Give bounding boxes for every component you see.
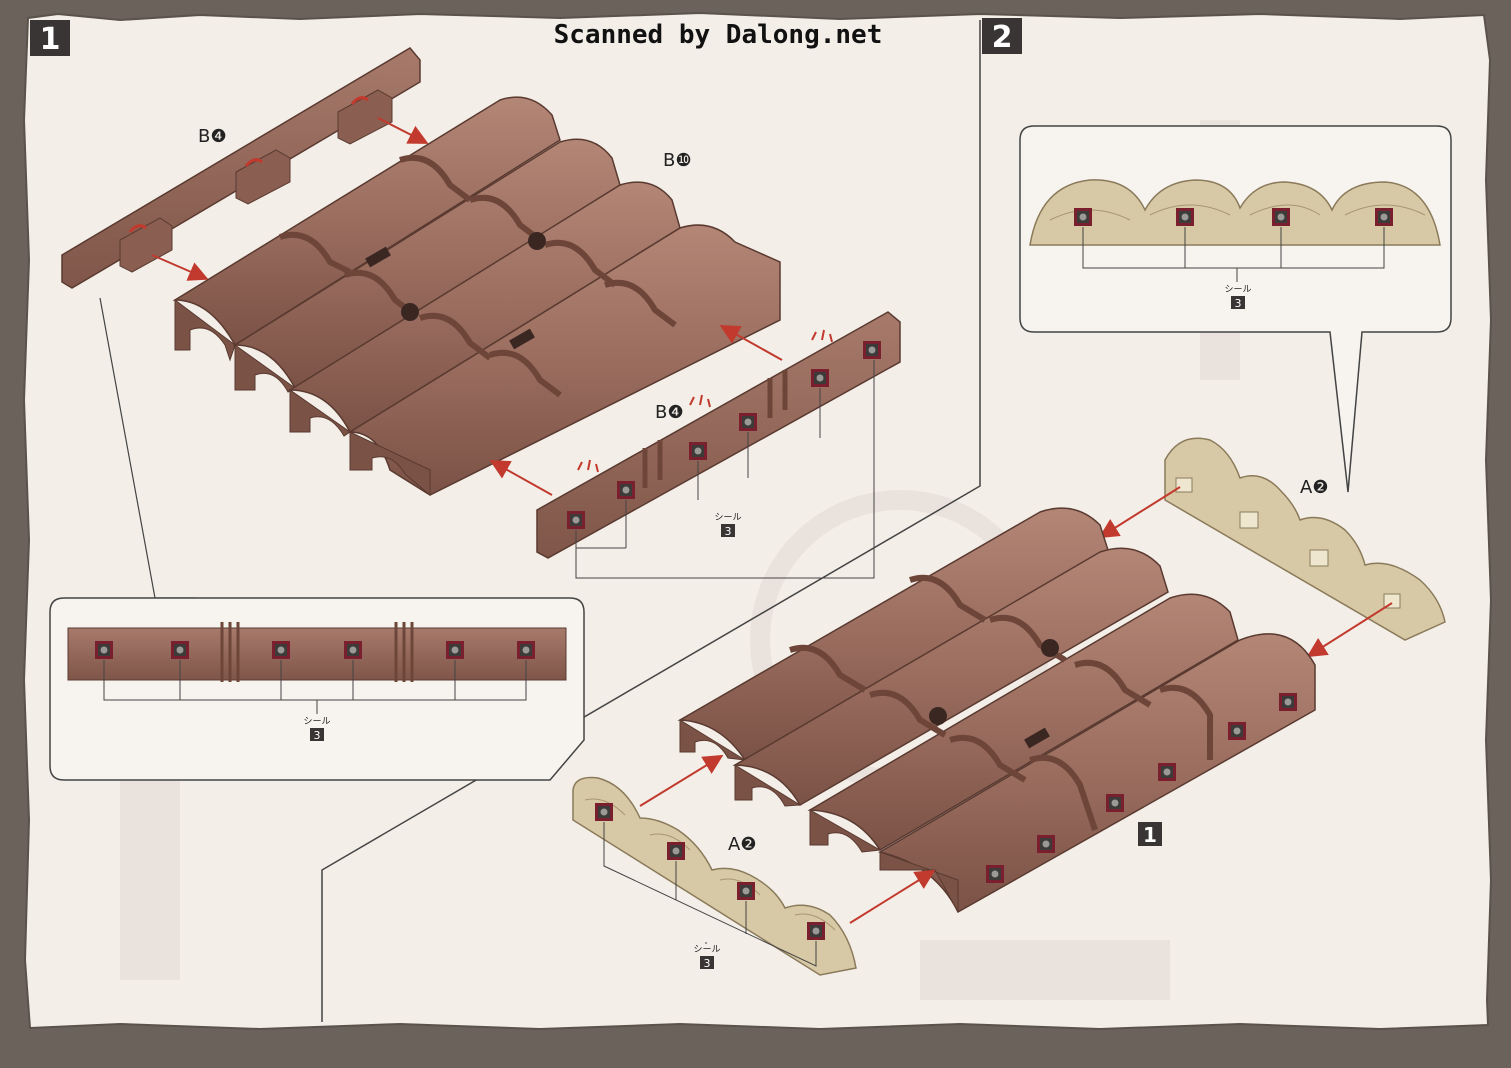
side-beam-part [536, 311, 901, 559]
arrow-2 [377, 117, 429, 144]
sticker-number-callout-1: 3 [314, 729, 321, 742]
sticker-leader-lines-callout-2 [1082, 227, 1385, 282]
step-1-number: 1 [40, 22, 61, 57]
arrow-5 [1098, 486, 1181, 539]
arrow-3 [489, 460, 553, 496]
part-label-b4-top: B❹ [198, 126, 227, 147]
step-2-number: 2 [992, 20, 1013, 55]
part-label-b4-side: B❹ [655, 402, 684, 423]
sticker-leader-lines-1 [575, 360, 875, 579]
sticker-number-callout-2: 3 [1235, 297, 1242, 310]
arrow-8 [849, 869, 936, 924]
callout-beam-front [67, 622, 567, 682]
subassembly-ref-badge: 1 [1143, 823, 1157, 847]
arrow-6 [1306, 602, 1393, 658]
sticker-number-2: 3 [704, 957, 711, 970]
sticker-label-2: シール [693, 945, 720, 955]
sticker-leader-lines-2 [603, 822, 817, 967]
part-label-a2-left: A❷ [728, 834, 756, 855]
step-1-badge: 1 [30, 20, 70, 57]
sticker-leader-lines-callout-1 [103, 660, 527, 714]
sticker-label-callout-2: シール [1224, 285, 1251, 295]
sticker-label-1: シール [714, 513, 741, 523]
callout-log-end [1029, 179, 1441, 246]
sticker-number-1: 3 [725, 525, 732, 538]
roof-assembly-step2 [677, 507, 1316, 914]
roof-assembly-step1 [172, 96, 781, 497]
step-2-badge: 2 [982, 18, 1022, 55]
log-end-part-left [572, 776, 857, 976]
log-end-part-right [1164, 437, 1446, 641]
sticker-label-callout-1: シール [303, 717, 330, 727]
watermark-text: Scanned by Dalong.net [554, 20, 883, 50]
part-label-a2-right: A❷ [1300, 477, 1328, 498]
part-label-b10: B❿ [663, 150, 692, 171]
top-beam-part [61, 47, 421, 289]
step-divider-vertical [321, 20, 981, 1022]
arrow-1 [151, 254, 209, 281]
callout-box-1 [49, 597, 585, 781]
arrow-7 [639, 754, 724, 807]
arrow-4 [719, 325, 783, 361]
